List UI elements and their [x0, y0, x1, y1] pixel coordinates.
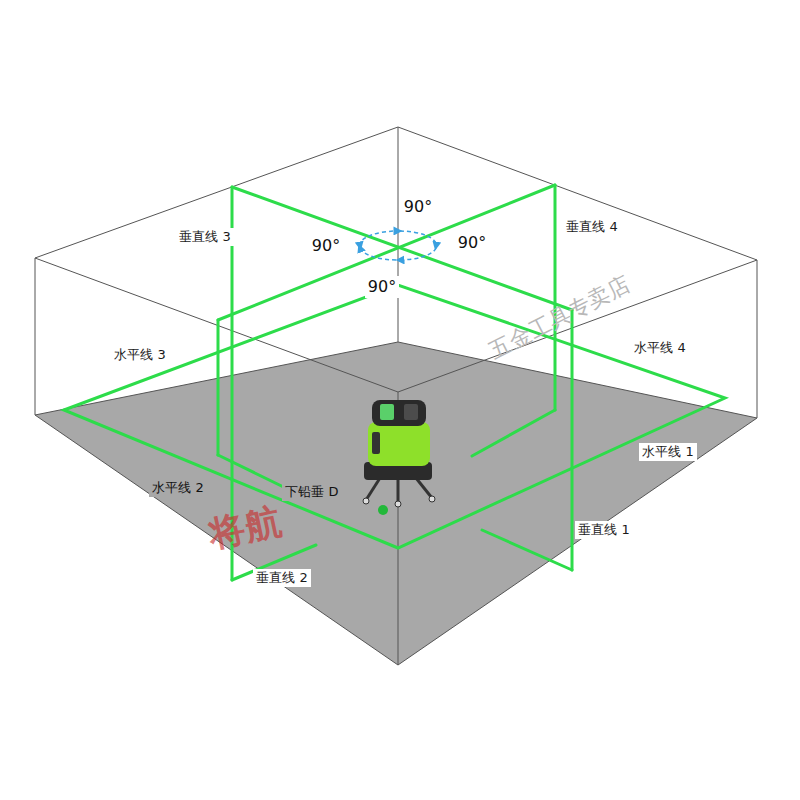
- line-label: 水平线 4: [631, 339, 688, 357]
- angle-marker: [360, 231, 436, 260]
- room-frame: [35, 127, 757, 665]
- line-label: 垂直线 4: [563, 218, 620, 236]
- angle-label: 90°: [401, 196, 435, 217]
- laser-lines: [64, 185, 725, 580]
- angle-label: 90°: [309, 235, 343, 256]
- floor: [35, 342, 757, 665]
- watermark: 五金工具专卖店: [482, 269, 637, 367]
- line-label: 水平线 3: [111, 346, 168, 364]
- watermark: 将航: [202, 498, 288, 558]
- angle-label: 90°: [365, 276, 399, 297]
- plumb-label: 下铅垂 D: [282, 483, 341, 501]
- line-label: 垂直线 1: [575, 521, 632, 539]
- laser-level: [363, 400, 435, 515]
- line-label: 水平线 2: [149, 479, 206, 497]
- line-label: 垂直线 2: [253, 569, 310, 587]
- angle-label: 90°: [455, 232, 489, 253]
- line-label: 垂直线 3: [176, 228, 233, 246]
- line-label: 水平线 1: [639, 443, 696, 461]
- plumb-dot: [378, 505, 388, 515]
